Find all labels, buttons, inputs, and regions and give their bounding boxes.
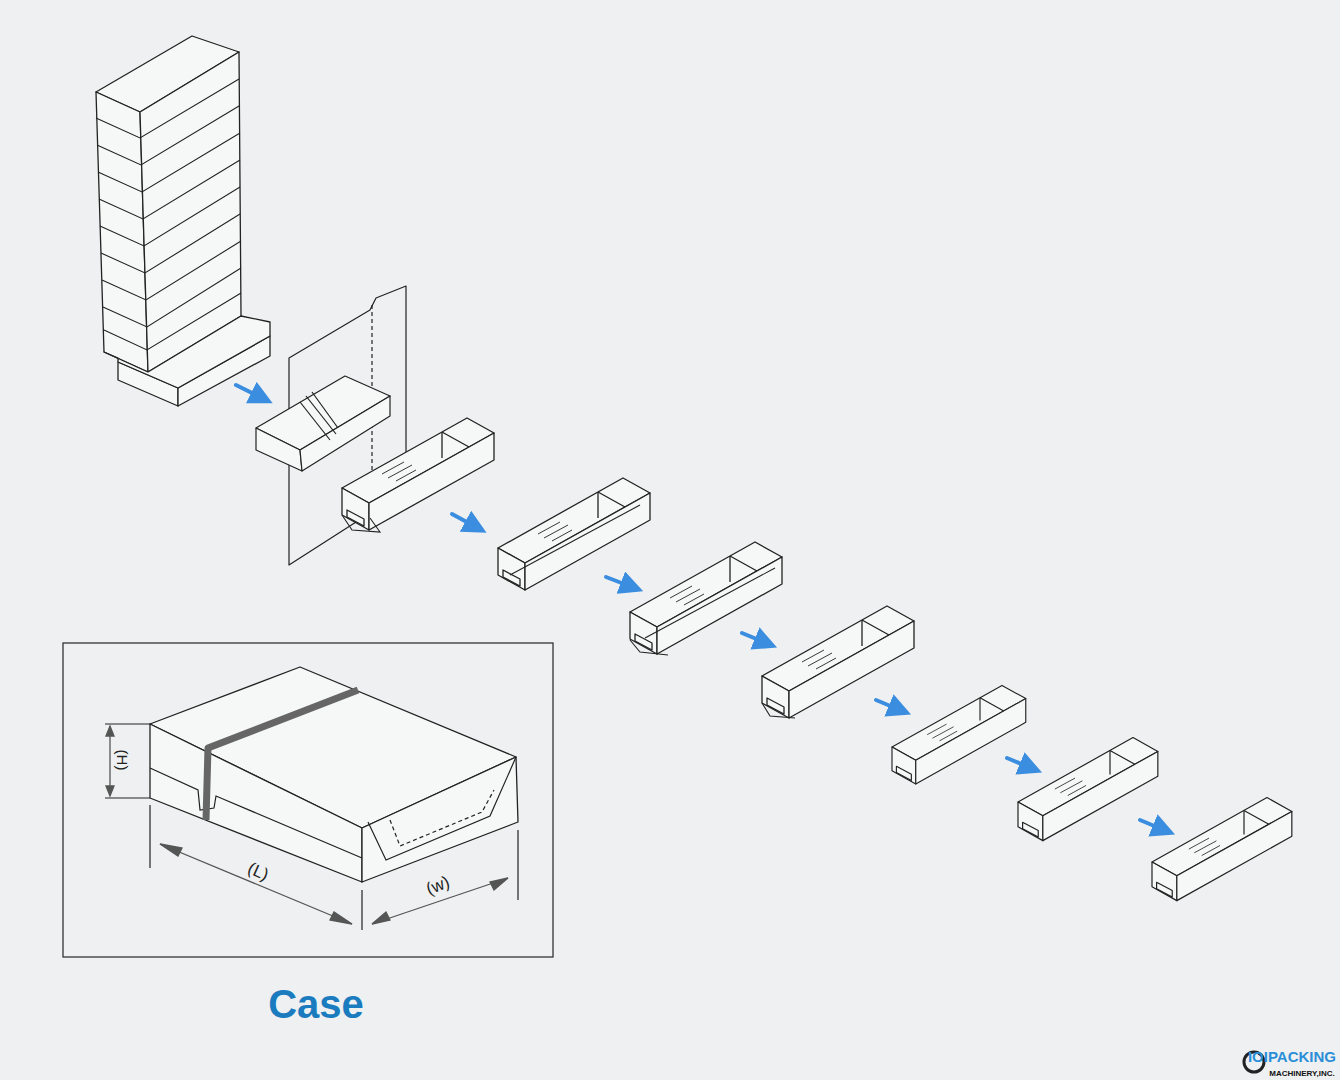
caption: Case — [268, 982, 364, 1027]
dimension-label: (L) — [243, 858, 274, 886]
watermark: IOIPACKING — [1248, 1048, 1336, 1065]
dimension-label: (H) — [114, 748, 131, 773]
dimension-label: (w) — [421, 872, 454, 901]
watermark: MACHINERY,INC. — [1269, 1069, 1334, 1078]
